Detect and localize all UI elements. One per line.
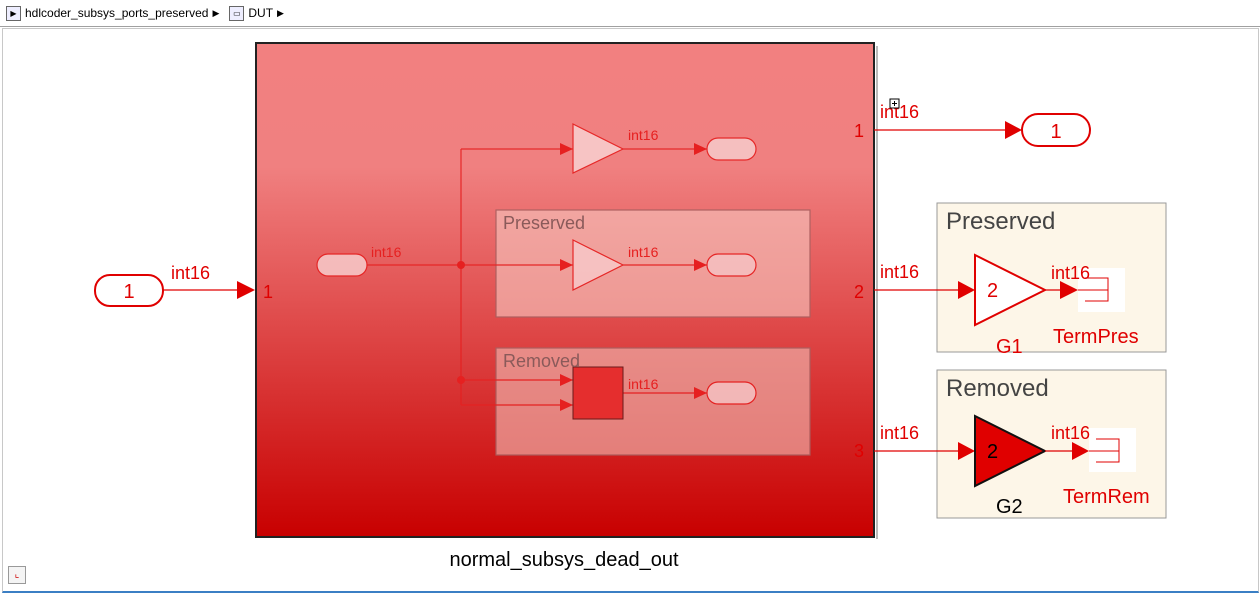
- svg-text:Preserved: Preserved: [946, 208, 1055, 235]
- inport-block[interactable]: 1: [94, 274, 164, 307]
- model-icon: ▶: [6, 5, 21, 21]
- signal-label: int16: [628, 127, 659, 143]
- subsystem-outport-label: 3: [854, 441, 864, 461]
- gain-name: G2: [996, 496, 1023, 518]
- inner-removed-area: [495, 347, 811, 456]
- inner-removed-block: [572, 366, 624, 420]
- signal-label: int16: [171, 263, 210, 283]
- terminator-name: TermRem: [1063, 486, 1150, 508]
- breadcrumb-bar: ▶ hdlcoder_subsys_ports_preserved ▶ ▭ DU…: [0, 0, 1260, 27]
- inner-removed-title: Removed: [503, 351, 580, 371]
- signal-label: int16: [1051, 423, 1090, 443]
- breadcrumb-subsystem[interactable]: DUT: [248, 6, 274, 20]
- gain-name: G1: [996, 336, 1023, 358]
- svg-text:Removed: Removed: [946, 375, 1049, 402]
- signal-label: int16: [880, 262, 919, 282]
- terminator-termpres[interactable]: [1078, 268, 1125, 312]
- signal-label: int16: [371, 244, 402, 260]
- signal-label: int16: [880, 102, 919, 122]
- subsystem-block[interactable]: int16 int16 int16 int16 Preserved Remove…: [255, 42, 878, 539]
- signal-label: int16: [880, 423, 919, 443]
- terminator-name: TermPres: [1053, 326, 1139, 348]
- gain-block-g1[interactable]: 2: [974, 253, 1048, 327]
- signal-label: int16: [628, 244, 659, 260]
- terminator-termrem[interactable]: [1089, 428, 1136, 472]
- signal-label: int16: [628, 376, 659, 392]
- inner-preserved-area: [495, 209, 811, 318]
- breadcrumb-arrow-icon[interactable]: ▶: [277, 7, 284, 18]
- subsystem-inport-label: 1: [263, 282, 273, 302]
- subsystem-outport-label: 2: [854, 282, 864, 302]
- subsystem-outport-label: 1: [854, 121, 864, 141]
- svg-text:1: 1: [1050, 121, 1061, 143]
- breadcrumb-arrow-icon[interactable]: ▶: [212, 7, 220, 18]
- subsystem-name: normal_subsys_dead_out: [449, 549, 678, 571]
- gain-block-g2[interactable]: 2: [974, 414, 1048, 488]
- model-browser-toggle-icon[interactable]: ⌞: [8, 566, 26, 584]
- inner-preserved-title: Preserved: [503, 213, 585, 233]
- port-plus-icon[interactable]: [889, 98, 900, 109]
- svg-text:1: 1: [123, 281, 134, 303]
- subsystem-icon: ▭: [229, 5, 245, 21]
- model-canvas[interactable]: [2, 28, 1259, 593]
- outport-block[interactable]: 1: [1021, 113, 1091, 147]
- svg-text:2: 2: [987, 441, 998, 463]
- svg-text:2: 2: [987, 280, 998, 302]
- breadcrumb-model[interactable]: hdlcoder_subsys_ports_preserved: [25, 6, 209, 20]
- signal-label: int16: [1051, 263, 1090, 283]
